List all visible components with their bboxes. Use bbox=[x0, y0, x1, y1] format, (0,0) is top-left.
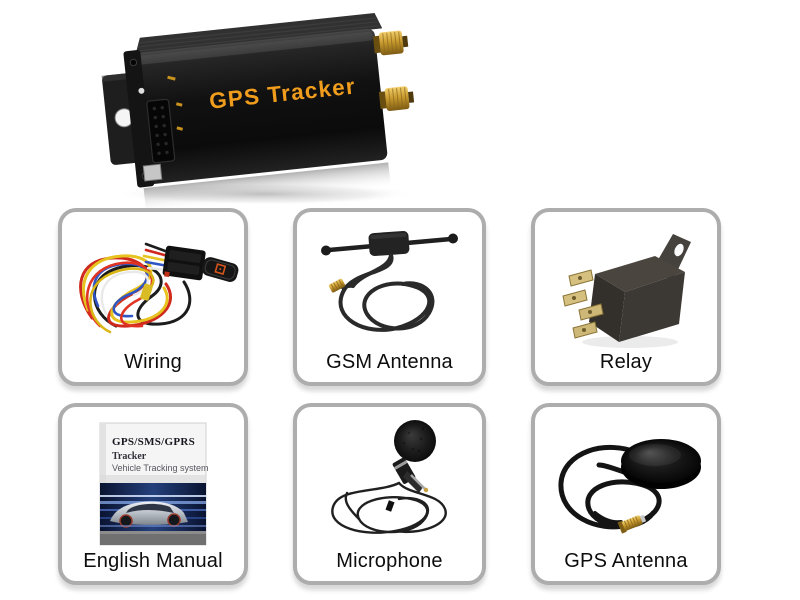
mic-foam-windscreen bbox=[393, 420, 436, 462]
microphone-photo bbox=[330, 420, 447, 534]
gps-puck bbox=[621, 439, 701, 483]
cable-tie bbox=[384, 500, 395, 512]
manual-cover-tagline: Vehicle Tracking system bbox=[112, 463, 209, 473]
card-microphone: Microphone bbox=[293, 403, 486, 585]
wiring-label: Wiring bbox=[124, 351, 182, 373]
antenna-module bbox=[368, 230, 409, 257]
relay-side bbox=[589, 274, 625, 342]
gps-antenna-label: GPS Antenna bbox=[564, 550, 688, 572]
gps-tracker-device-photo: GPS Tracker bbox=[101, 13, 415, 208]
device-front-face bbox=[130, 28, 388, 185]
card-wiring: Wiring bbox=[58, 208, 248, 386]
card-gsm-antenna: GSM Antenna bbox=[293, 208, 486, 386]
manual-photo: GPS/SMS/GPRS Tracker Vehicle Tracking sy… bbox=[99, 422, 209, 546]
gsm-antenna-label: GSM Antenna bbox=[326, 351, 453, 373]
sma-connector-bottom bbox=[378, 86, 415, 111]
screw bbox=[129, 58, 138, 67]
relay-label: Relay bbox=[599, 351, 653, 373]
relay-front bbox=[619, 272, 685, 342]
manual-cover-title: GPS/SMS/GPRS bbox=[112, 436, 195, 448]
accessory-grid: Wiring bbox=[58, 208, 721, 585]
panic-button-fob bbox=[201, 257, 239, 282]
sma-connector-top bbox=[372, 30, 409, 56]
mic-clip bbox=[402, 471, 423, 493]
gsm-antenna-photo bbox=[320, 230, 458, 332]
card-relay: Relay bbox=[531, 208, 721, 386]
bracket-hole bbox=[115, 108, 134, 127]
sma-plug bbox=[328, 278, 345, 293]
english-manual-label: English Manual bbox=[83, 550, 223, 572]
wiring-socket bbox=[146, 98, 176, 164]
sim-slot bbox=[142, 163, 163, 182]
microphone-label: Microphone bbox=[336, 550, 443, 572]
harness-connector bbox=[162, 245, 206, 281]
wiring-photo bbox=[79, 242, 239, 334]
cable-tie bbox=[140, 283, 153, 301]
relay-photo bbox=[562, 234, 691, 348]
relay-top bbox=[595, 256, 685, 292]
card-gps-antenna: GPS Antenna bbox=[531, 403, 721, 585]
indicator-led bbox=[138, 87, 145, 94]
card-english-manual: GPS/SMS/GPRS Tracker Vehicle Tracking sy… bbox=[58, 403, 248, 585]
manual-cover-subtitle: Tracker bbox=[112, 451, 147, 462]
gps-antenna-photo bbox=[558, 439, 701, 534]
sma-plug bbox=[617, 514, 647, 534]
